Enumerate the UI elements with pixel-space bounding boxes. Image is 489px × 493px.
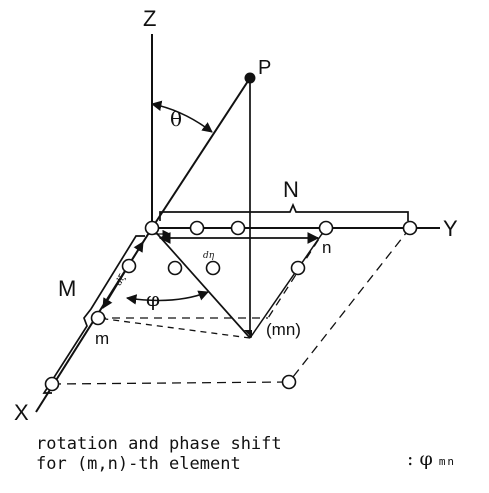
- m-count-label: M: [58, 276, 76, 301]
- right-angle-mark: [244, 330, 252, 338]
- caption-phi-subscript: mn: [438, 455, 457, 468]
- array-element: [290, 260, 306, 276]
- m-bracket: [42, 235, 145, 394]
- array-element: [402, 220, 418, 236]
- array-element: [121, 258, 137, 274]
- array-element: [281, 374, 297, 390]
- caption-symbol: : φ mn: [407, 448, 456, 470]
- grid-edge-far-x: [51, 381, 290, 385]
- theta-label: θ: [170, 107, 182, 131]
- n-count-label: N: [283, 177, 299, 202]
- y-axis-label: Y: [443, 216, 458, 241]
- n-index-label: n: [322, 238, 331, 257]
- array-element: [90, 310, 106, 326]
- array-element: [230, 220, 246, 236]
- ground-projection: [151, 227, 251, 339]
- theta-arc: [150, 100, 213, 133]
- projection-to-n: [249, 227, 327, 339]
- projection-to-m: [97, 317, 251, 339]
- phi-arc: [125, 290, 209, 305]
- mn-index-label: (mn): [266, 320, 301, 339]
- array-element: [144, 220, 160, 236]
- m-spacing-arrow: [102, 241, 144, 309]
- point-p-label: P: [258, 57, 271, 79]
- caption-colon: :: [407, 448, 414, 470]
- caption-line-2: for (m,n)-th element: [36, 454, 241, 474]
- array-element: [189, 220, 205, 236]
- grid-edge-far-y: [288, 227, 411, 383]
- d-eta-label: dη: [203, 251, 215, 261]
- array-element: [318, 220, 334, 236]
- phi-label: φ: [146, 287, 160, 311]
- array-element: [44, 376, 60, 392]
- m-index-label: m: [95, 329, 109, 348]
- array-element: [205, 260, 221, 276]
- array-element: [167, 260, 183, 276]
- direction-to-p: [151, 77, 251, 229]
- n-bracket: [159, 202, 409, 221]
- x-axis-label: X: [14, 400, 29, 425]
- z-axis-label: Z: [143, 6, 156, 31]
- array-elements: [44, 220, 418, 392]
- point-p-marker: [244, 72, 256, 84]
- caption-line-1: rotation and phase shift: [36, 434, 282, 454]
- caption-phi: φ: [419, 448, 433, 470]
